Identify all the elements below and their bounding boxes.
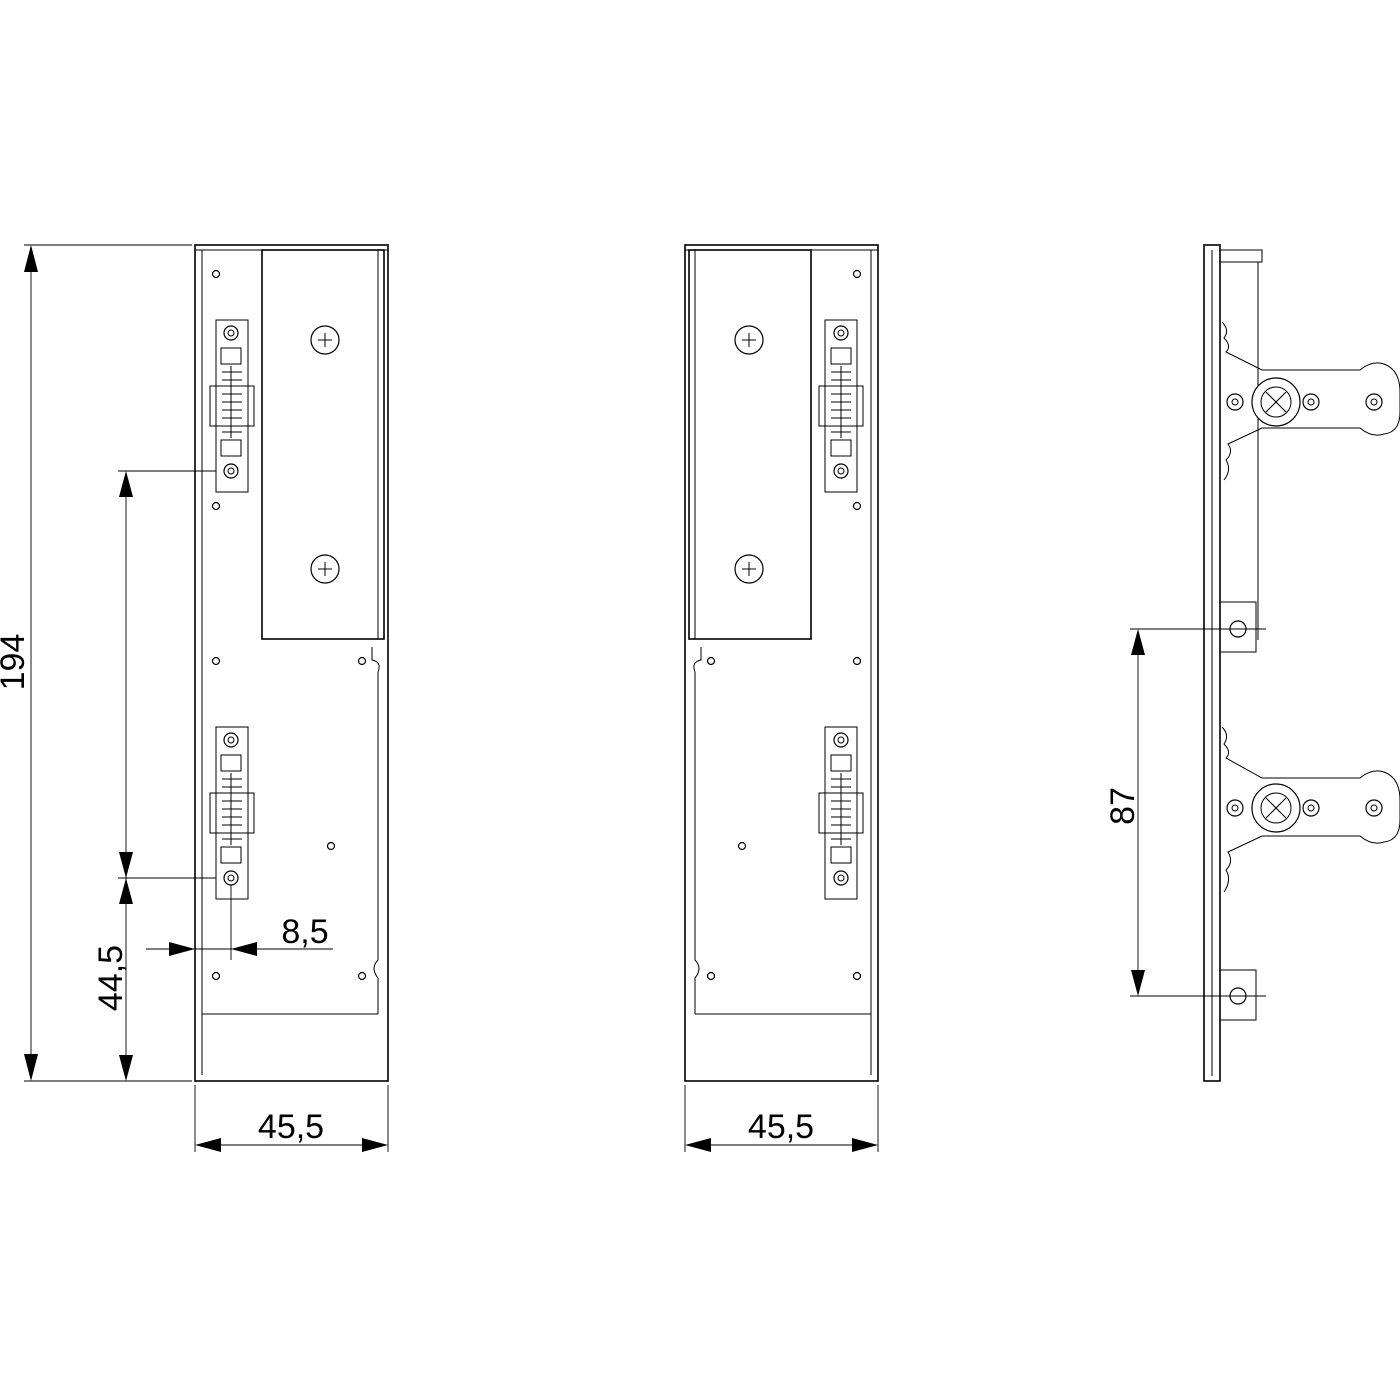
dimension-label: 45,5 xyxy=(258,1108,324,1146)
dimension-label: 87 xyxy=(1104,787,1142,825)
dimension-width-front: 45,5 xyxy=(194,1085,389,1152)
screw-icon xyxy=(734,554,764,584)
dimension-height-total: 194 xyxy=(0,244,192,1082)
front-cover-block xyxy=(261,249,385,640)
front-plate-outline xyxy=(194,244,389,1082)
hinge-arm xyxy=(1221,321,1400,481)
back-view xyxy=(684,244,879,1082)
mounting-clip xyxy=(818,319,864,493)
screw-icon xyxy=(310,325,340,355)
dimension-label: 8,5 xyxy=(281,913,328,951)
mounting-clip xyxy=(209,726,255,900)
dimension-width-back: 45,5 xyxy=(684,1085,879,1152)
dimension-clip-spacing: 44,5 xyxy=(92,470,216,1081)
dimension-label: 44,5 xyxy=(92,945,130,1011)
front-view xyxy=(194,244,389,1082)
mounting-clip xyxy=(818,726,864,900)
side-view xyxy=(1203,244,1400,1082)
mounting-tab xyxy=(1219,601,1266,653)
screw-icon xyxy=(734,325,764,355)
dimension-label: 45,5 xyxy=(748,1108,814,1146)
mounting-tab xyxy=(1219,969,1266,1021)
dimension-side-spacing: 87 xyxy=(1104,628,1232,997)
dimension-clip-offset: 8,5 xyxy=(146,885,333,960)
back-plate-outline xyxy=(684,244,879,1082)
mounting-clip xyxy=(209,319,255,493)
hinge-arm xyxy=(1221,726,1400,893)
dimension-label: 194 xyxy=(0,634,32,691)
screw-icon xyxy=(310,554,340,584)
back-cover-block xyxy=(688,249,812,640)
